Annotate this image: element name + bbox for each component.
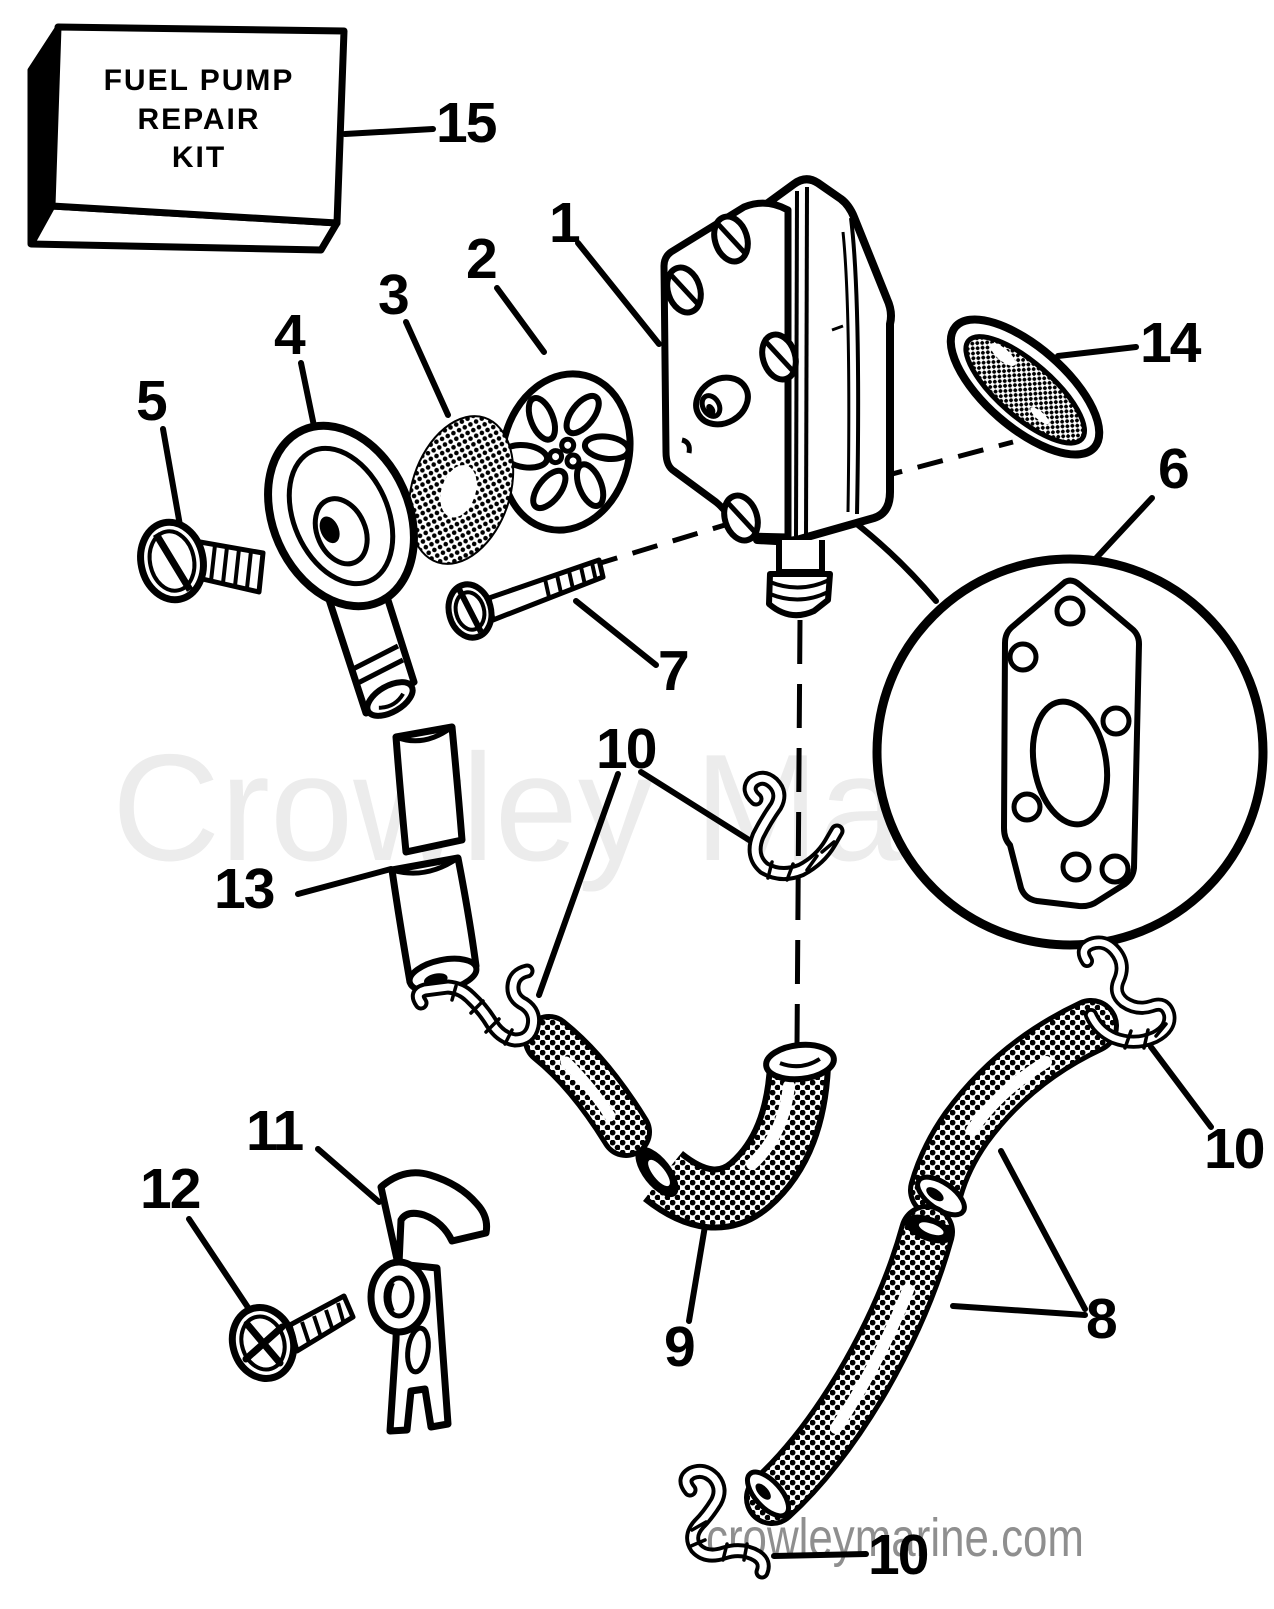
part-10-clamp-bottom <box>678 1463 771 1580</box>
part-1-fuel-pump-body <box>660 175 895 619</box>
leader-lines <box>160 126 1214 1559</box>
part-13-hose-segments <box>388 723 480 995</box>
part-10-clamp-left <box>410 963 542 1048</box>
bracket-grommet <box>367 1258 431 1336</box>
part-10-clamp-right <box>1076 935 1177 1050</box>
pump-screw-left <box>664 264 704 316</box>
alignment-dash-lines <box>511 439 1014 1047</box>
kit-box-line-1: FUEL PUMP <box>104 64 295 97</box>
pump-screw-top <box>711 213 751 265</box>
part-10-clamp-middle <box>742 770 845 882</box>
repair-kit-box: FUEL PUMP REPAIR KIT <box>27 23 348 254</box>
part-14-strainer-oval <box>946 315 1104 459</box>
part-7-bolt <box>445 557 606 641</box>
part-5-screw <box>137 518 266 604</box>
part-4-filter-cover <box>264 421 418 719</box>
pump-screw-bottom <box>721 492 761 544</box>
part-8-hose-upper <box>908 998 1119 1218</box>
kit-box-front-face <box>48 23 348 227</box>
part-9-elbow-hose <box>523 1014 837 1231</box>
part-2-filter-plate <box>498 370 634 534</box>
part-3-filter-screen <box>407 415 515 565</box>
kit-box-line-2: REPAIR <box>137 103 260 136</box>
part-12-screw <box>228 1293 356 1382</box>
pump-outlet-nipple <box>766 540 833 619</box>
part-11-bracket <box>367 1169 491 1435</box>
pump-screw-middle <box>759 331 799 383</box>
kit-box-line-3: KIT <box>172 141 226 174</box>
part-8-hose-lower <box>744 1204 955 1526</box>
part-6-gasket-detail <box>872 554 1268 950</box>
